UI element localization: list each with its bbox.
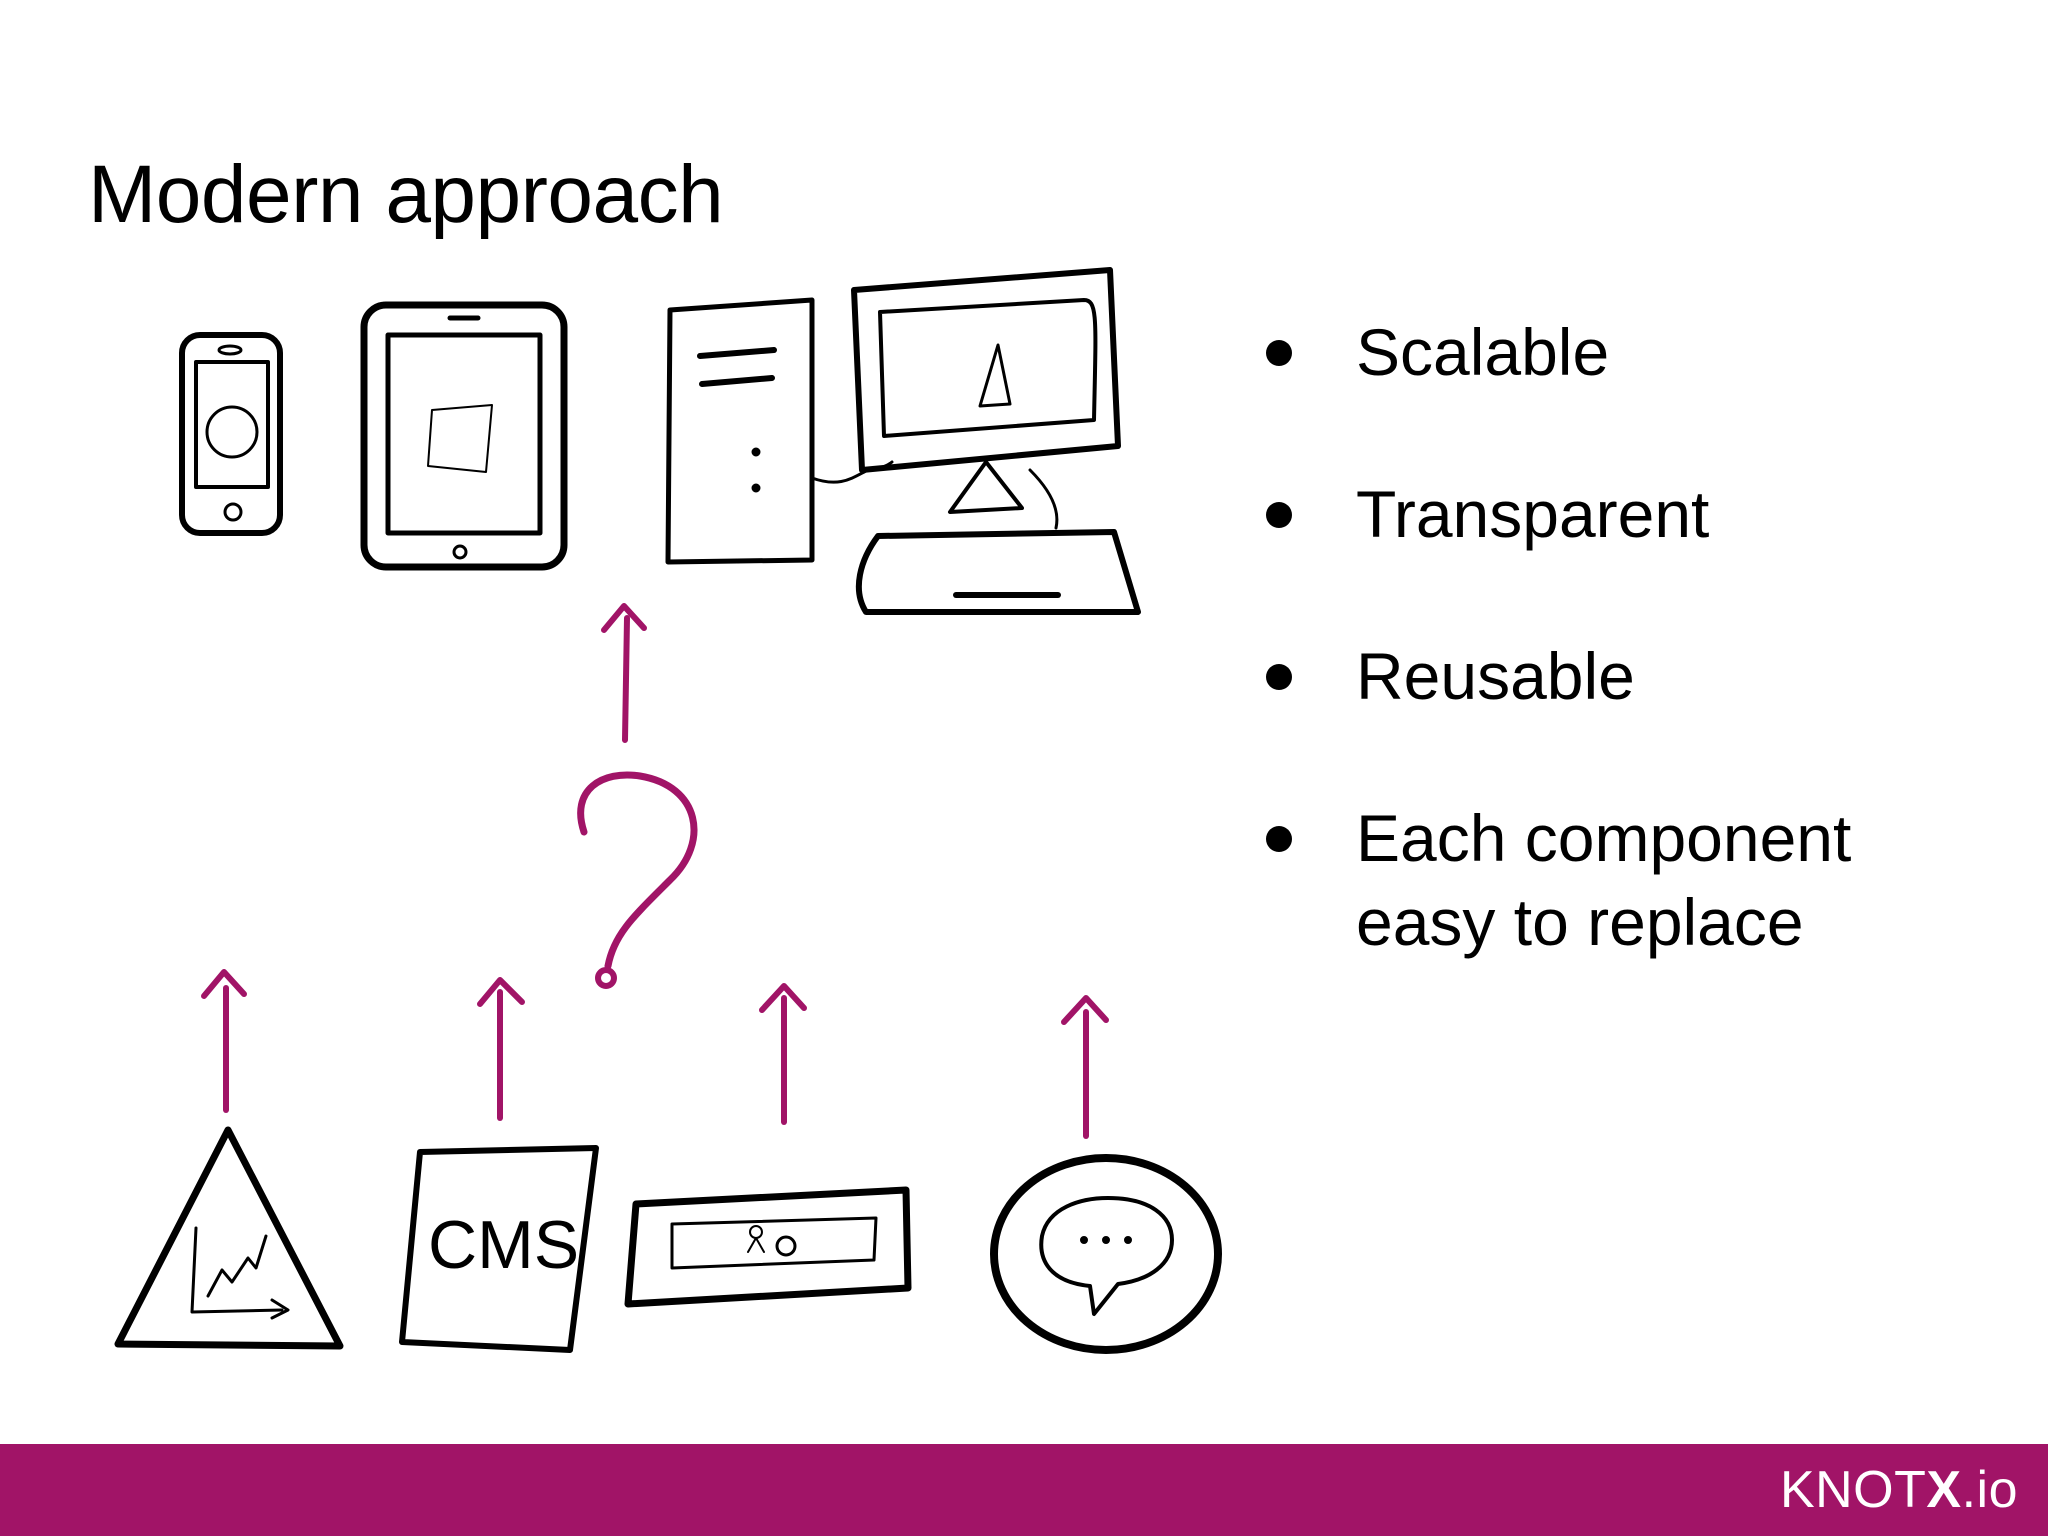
chat-bubble-icon [990, 1154, 1222, 1354]
analytics-triangle-icon [114, 1126, 344, 1350]
arrow-up-icon [759, 983, 807, 1125]
keyboard-icon [855, 529, 1141, 615]
slide-title: Modern approach [88, 149, 724, 240]
bullet-item: Transparent [1262, 472, 1982, 556]
monitor-icon [851, 267, 1121, 530]
logo-text: KNOT [1779, 1461, 1927, 1519]
bullet-text: Each component easy to replace [1356, 801, 1852, 959]
illustration: CMS [114, 267, 1222, 1354]
bullet-dot-icon [1266, 502, 1292, 528]
bullet-item: Each component easy to replace [1262, 796, 1982, 964]
logo-text-bold: X [1926, 1461, 1962, 1519]
logo-text-suffix: .io [1961, 1461, 2018, 1519]
footer-bar: KNOTX.io [0, 1444, 2048, 1536]
tablet-icon [360, 301, 568, 571]
bullet-text: Reusable [1356, 639, 1635, 713]
bullet-dot-icon [1266, 664, 1292, 690]
knotx-logo: KNOTX.io [1780, 1462, 2018, 1518]
arrow-up-icon [477, 977, 525, 1121]
phone-icon [179, 332, 283, 536]
cms-document-icon: CMS [399, 1145, 599, 1353]
bullet-text: Transparent [1356, 477, 1710, 551]
cms-label: CMS [428, 1207, 579, 1283]
bullet-text: Scalable [1356, 315, 1610, 389]
bullet-list: Scalable Transparent Reusable Each compo… [1262, 310, 1982, 1042]
bullet-dot-icon [1266, 340, 1292, 366]
admin-panel-icon [624, 1186, 912, 1308]
arrow-up-icon [1061, 995, 1109, 1139]
arrow-up-icon [601, 603, 647, 743]
bullet-dot-icon [1266, 826, 1292, 852]
bullet-item: Scalable [1262, 310, 1982, 394]
arrow-up-icon [201, 969, 247, 1113]
bullet-item: Reusable [1262, 634, 1982, 718]
question-mark-icon [577, 771, 698, 989]
